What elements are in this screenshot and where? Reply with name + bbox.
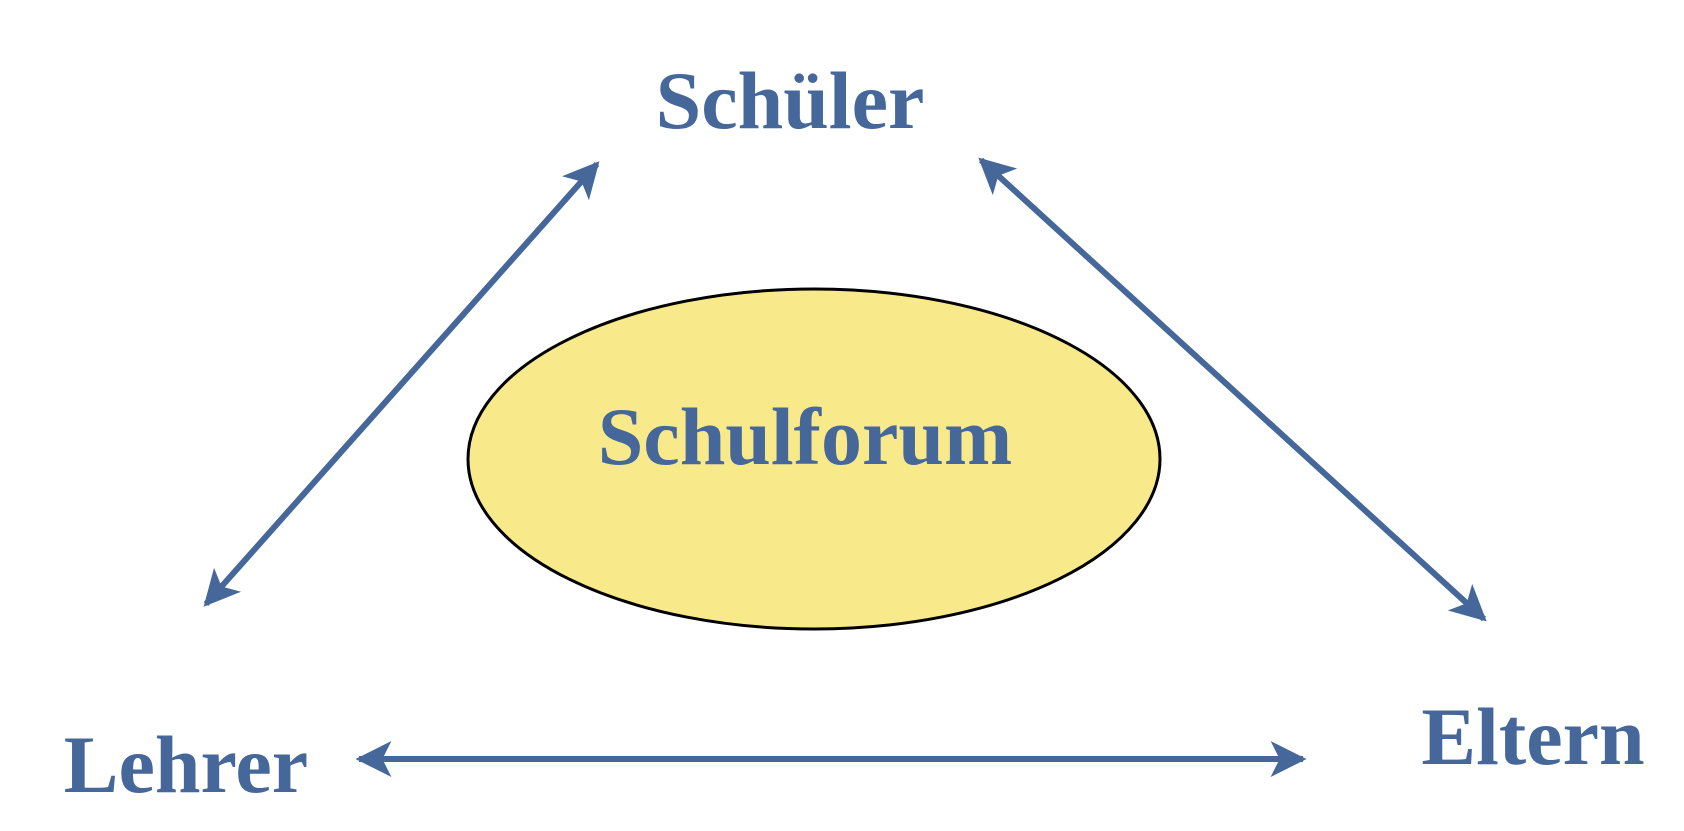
arrow-schueler-eltern [978,157,1487,622]
label-schulforum: Schulforum [598,391,1013,482]
label-eltern: Eltern [1421,691,1644,782]
label-schueler: Schüler [656,55,925,146]
label-lehrer: Lehrer [64,719,308,810]
arrow-lehrer-schueler [203,161,600,607]
